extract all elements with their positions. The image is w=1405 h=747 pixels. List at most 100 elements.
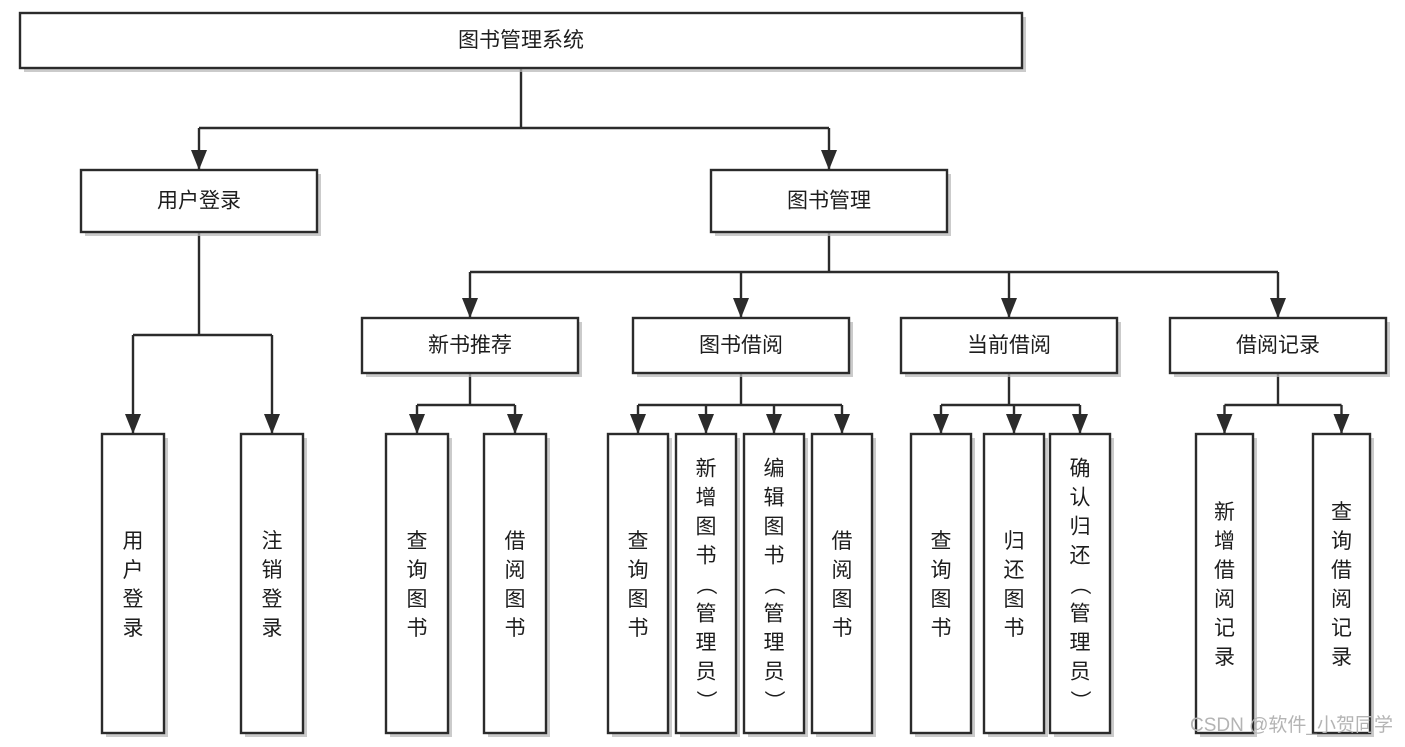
leaf-add-book[interactable] [674,432,740,737]
svg-text:认: 认 [1070,487,1091,510]
svg-text:管: 管 [764,603,785,626]
svg-text:书: 书 [1004,617,1025,640]
svg-text:管: 管 [696,603,717,626]
svg-text:）: ） [762,690,785,711]
svg-text:注: 注 [262,530,283,553]
svg-text:新: 新 [696,458,717,481]
svg-text:询: 询 [407,559,428,582]
svg-text:图: 图 [505,588,526,611]
svg-text:员: 员 [696,661,717,684]
svg-text:书: 书 [832,617,853,640]
svg-text:）: ） [694,690,717,711]
svg-text:书: 书 [696,545,717,568]
arrow-head-icon [1072,414,1088,434]
svg-text:理: 理 [696,632,717,655]
node-borrow-record[interactable] [1168,316,1390,377]
node-book-borrow[interactable] [631,316,853,377]
svg-text:员: 员 [1070,661,1091,684]
arrow-head-icon [1270,298,1286,318]
node-label-root: 图书管理系统 [458,29,584,52]
svg-text:图: 图 [628,588,649,611]
arrow-head-icon [191,150,207,170]
svg-text:理: 理 [764,632,785,655]
node-book-manage[interactable] [709,168,951,236]
leaf-query-book-rec[interactable] [384,432,452,737]
arrow-head-icon [698,414,714,434]
arrow-head-icon [821,150,837,170]
leaf-user-login[interactable] [100,432,168,737]
leaf-logout-login[interactable] [239,432,307,737]
svg-text:书: 书 [764,545,785,568]
csdn-watermark: CSDN @软件_小贺同学 [1190,714,1393,736]
leaf-borrow-book[interactable] [810,432,876,737]
arrow-head-icon [834,414,850,434]
node-new-book-recommend-label: 新书推荐 [428,334,512,357]
svg-text:销: 销 [262,559,283,582]
arrow-head-icon [766,414,782,434]
arrow-head-icon [264,414,280,434]
svg-text:录: 录 [1214,646,1235,669]
leaf-query-book-borrow[interactable] [606,432,672,737]
node-book-manage-label: 图书管理 [787,190,871,213]
leaf-add-borrow-record[interactable] [1194,432,1257,737]
svg-text:登: 登 [123,588,144,611]
node-user-login-label: 用户登录 [157,190,241,213]
svg-text:询: 询 [1331,530,1352,553]
svg-text:编: 编 [764,458,785,481]
svg-text:增: 增 [1214,530,1235,553]
svg-text:（: （ [694,574,717,595]
svg-text:询: 询 [931,559,952,582]
leaf-confirm-return[interactable] [1048,432,1114,737]
svg-text:阅: 阅 [1331,588,1352,611]
arrow-head-icon [1216,414,1233,434]
leaf-borrow-book-rec[interactable] [482,432,550,737]
svg-text:查: 查 [407,530,428,553]
leaf-query-borrow-record[interactable] [1311,432,1374,737]
arrow-head-icon [125,414,141,434]
svg-text:询: 询 [628,559,649,582]
node-root-图书管理系统[interactable] [18,11,1026,72]
svg-text:借: 借 [505,530,526,553]
svg-text:阅: 阅 [1214,588,1235,611]
svg-text:录: 录 [262,617,283,640]
svg-text:查: 查 [931,530,952,553]
arrow-head-icon [630,414,646,434]
node-user-login[interactable] [79,168,321,236]
node-new-book-recommend[interactable] [360,316,582,377]
svg-text:记: 记 [1214,617,1235,640]
arrow-head-icon [1001,298,1017,318]
labels-layer: 图书管理系统用户登录图书管理新书推荐图书借阅当前借阅借阅记录用户登录注销登录查询… [123,29,1353,711]
svg-text:归: 归 [1070,516,1091,539]
svg-text:书: 书 [407,617,428,640]
node-current-borrow-label: 当前借阅 [967,334,1051,357]
arrow-head-icon [733,298,749,318]
leaf-query-book-current[interactable] [909,432,975,737]
svg-text:记: 记 [1331,617,1352,640]
svg-text:借: 借 [1331,559,1352,582]
svg-text:还: 还 [1070,545,1091,568]
leaf-edit-book[interactable] [742,432,808,737]
svg-text:归: 归 [1004,530,1025,553]
svg-text:（: （ [762,574,785,595]
arrow-head-icon [409,414,425,434]
svg-text:图: 图 [1004,588,1025,611]
node-book-borrow-label: 图书借阅 [699,334,783,357]
svg-text:查: 查 [628,530,649,553]
leaf-return-book[interactable] [982,432,1048,737]
svg-text:书: 书 [505,617,526,640]
svg-text:还: 还 [1004,559,1025,582]
leaf-user-login-label: 用户登录 [123,530,144,640]
svg-text:）: ） [1068,690,1091,711]
svg-text:借: 借 [832,530,853,553]
svg-text:查: 查 [1331,501,1352,524]
node-current-borrow[interactable] [899,316,1121,377]
